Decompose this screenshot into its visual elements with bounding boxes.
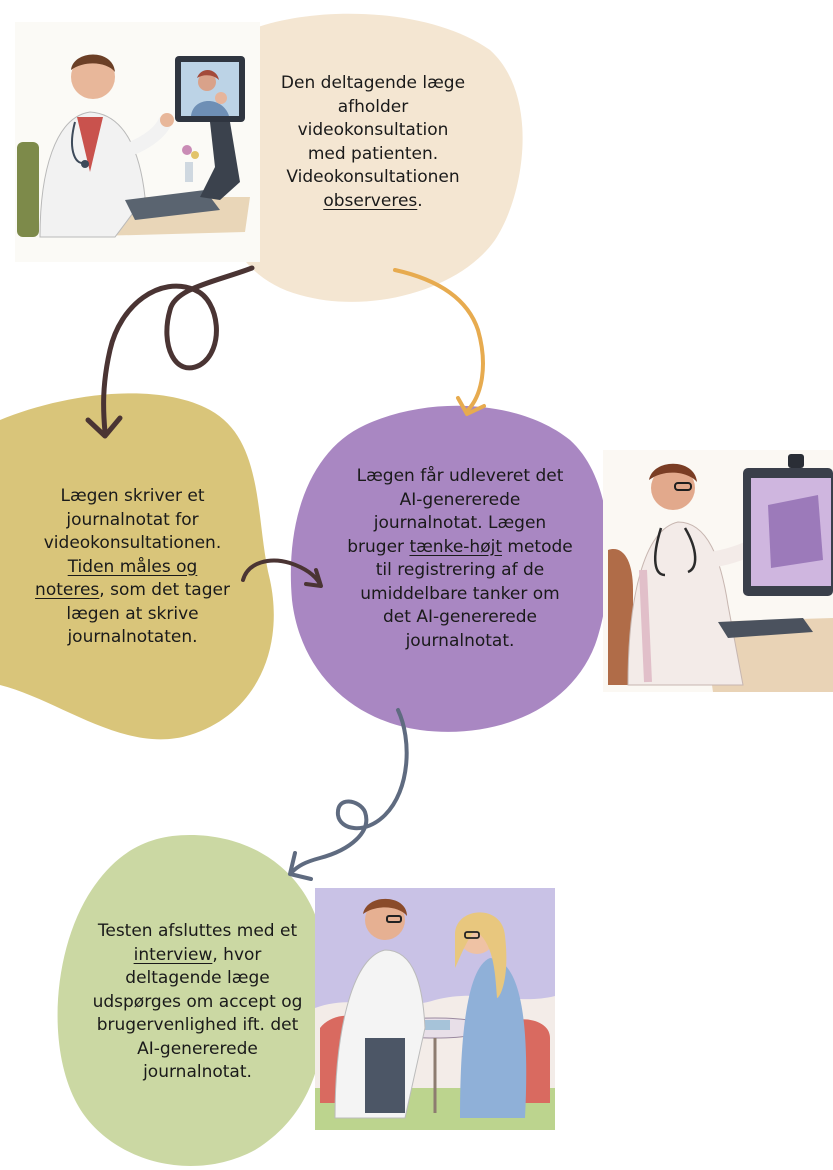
step4-line5: brugervenlighed ift. det (96, 1015, 299, 1035)
step1-line1: Den deltagende læge (280, 73, 466, 93)
arrow-step1-to-step2-head (85, 415, 123, 439)
doctor-patient-interview-illustration (315, 888, 555, 1130)
step1-line2: afholder (337, 96, 409, 117)
doctor-video-call-illustration (15, 22, 260, 262)
tiden-maales-link: Tiden måles og (67, 556, 198, 577)
step2-line4: Tiden måles og (5, 556, 260, 580)
step2-text: Lægen skriver et journalnotat for videok… (5, 485, 260, 650)
doctor-computer-illustration (603, 450, 833, 692)
noteres-link: noteres (35, 580, 100, 600)
arrow-step3-to-step4 (290, 708, 409, 874)
step3-line7: det AI-genererede (383, 607, 537, 627)
step4-line6: AI-genererede (137, 1038, 258, 1059)
step3-line4: bruger tænke-højt metode (347, 536, 573, 557)
step3-line1: Lægen får udleveret det (356, 466, 564, 486)
step2-line7: journalnotaten. (67, 627, 198, 647)
step1-line5: Videokonsultationen (286, 167, 460, 187)
step3-line8: journalnotat. (405, 630, 515, 651)
step2-line5: noteres, som det tager (35, 580, 230, 600)
step3-line5: til registrering af de (375, 560, 545, 580)
step4-line3: deltagende læge (125, 968, 270, 988)
step1-line3: videokonsultation (297, 120, 449, 140)
arrow-step2-to-step3-head (304, 568, 323, 588)
step3-line3: journalnotat. Lægen (373, 513, 547, 533)
observeres-link: observeres (323, 190, 418, 211)
arrow-step1-to-step3 (393, 268, 485, 412)
step4-blob (57, 835, 327, 1166)
interview-link: interview (133, 944, 213, 965)
step2-line1: Lægen skriver et (60, 486, 205, 506)
step3-line2: AI-genererede (399, 489, 521, 510)
step1-line6: observeres. (323, 190, 423, 211)
step1-line4: med patienten. (307, 143, 439, 164)
step4-line1: Testen afsluttes med et (97, 921, 298, 941)
step3-text: Lægen får udleveret det AI-genererede jo… (325, 465, 595, 653)
step4-line7: journalnotat. (143, 1062, 252, 1082)
arrow-step3-to-step4-head (288, 851, 313, 881)
step1-text: Den deltagende læge afholder videokonsul… (262, 72, 484, 213)
step2-blob (0, 393, 274, 740)
step4-line2: interview, hvor (133, 944, 262, 965)
step1-blob (217, 13, 523, 302)
arrow-step1-to-step3-head (456, 396, 486, 416)
step3-line6: umiddelbare tanker om (360, 583, 560, 604)
step2-line3: videokonsultationen. (43, 533, 222, 553)
arrow-step1-to-step2 (101, 265, 255, 435)
step2-line6: lægen at skrive (66, 603, 199, 624)
step2-line2: journalnotat for (66, 509, 199, 530)
arrow-step2-to-step3 (241, 558, 322, 586)
taenke-hoejt-link: tænke-højt (409, 536, 502, 557)
step4-text: Testen afsluttes med et interview, hvor … (80, 920, 315, 1085)
step4-line4: udspørges om accept og (92, 991, 303, 1012)
step3-blob (290, 405, 610, 732)
